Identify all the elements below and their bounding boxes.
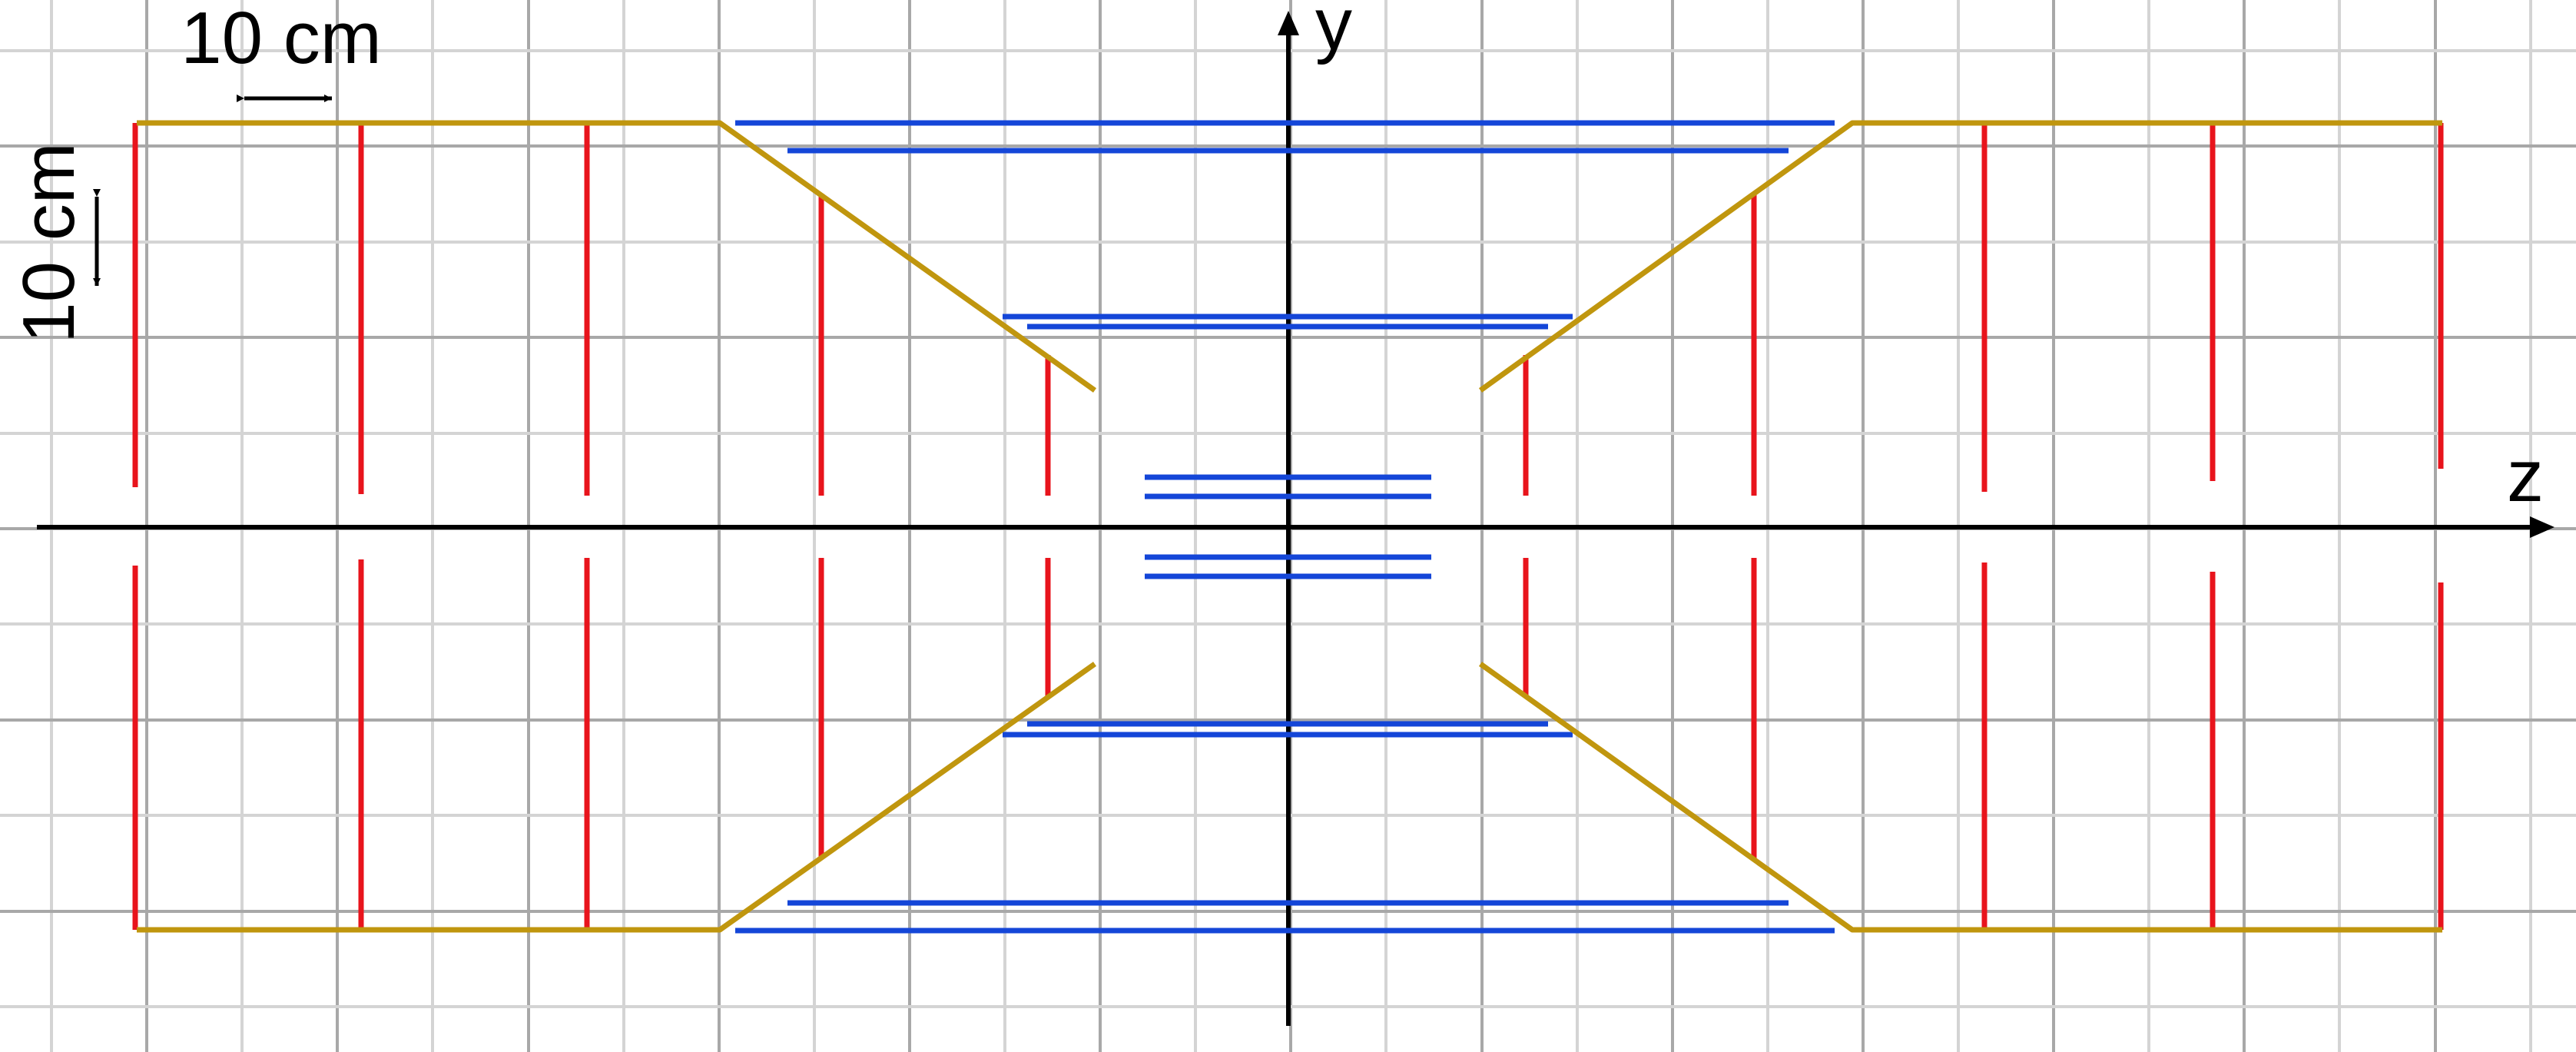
z-axis-label: z [2507, 435, 2544, 517]
outline-bottom [137, 662, 1097, 933]
outline-top [137, 120, 1097, 393]
blue-layers [735, 120, 1835, 934]
scale-label-vertical: 10 cm [8, 142, 90, 343]
scale-label-horizontal: 10 cm [181, 0, 381, 79]
outline-bottom-right [1478, 662, 2442, 933]
axes [37, 11, 2554, 1026]
gold-outline [137, 120, 2442, 933]
scale-bar-vertical: 10 cm [8, 142, 101, 343]
outline-top-right [1478, 120, 2442, 393]
z-axis-arrow-icon [2530, 516, 2554, 538]
red-discs [132, 123, 2444, 930]
scale-bar-horizontal: 10 cm [181, 0, 382, 102]
y-axis-arrow-icon [1278, 11, 1299, 35]
y-axis-label: y [1315, 0, 1352, 65]
